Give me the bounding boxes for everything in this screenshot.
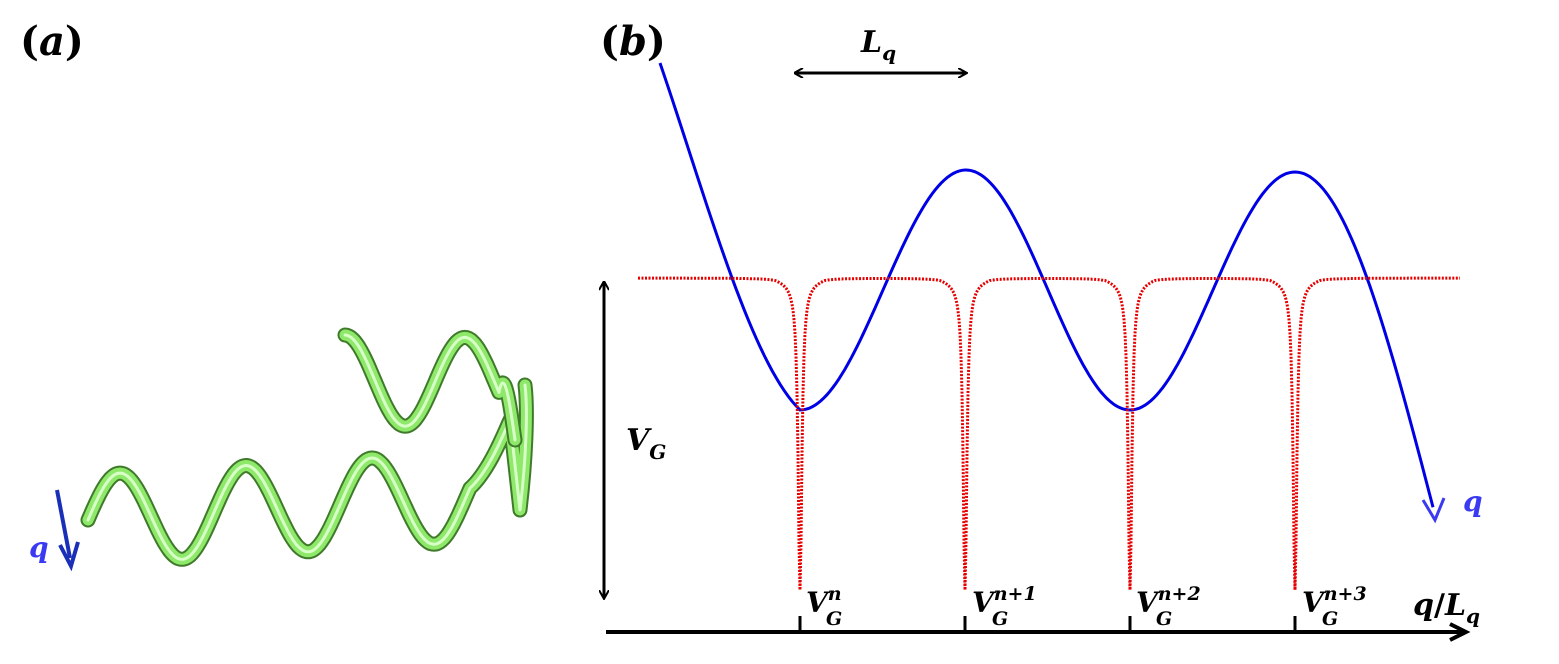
q-axis-arrowhead — [1449, 622, 1471, 642]
well-potential-dotted — [638, 276, 1460, 591]
potential-curve — [658, 62, 1435, 508]
helix-stroke — [86, 383, 528, 561]
axis-ticks — [798, 616, 1297, 632]
helix-stroke — [82, 379, 532, 565]
potential-curve-arrowhead — [1421, 497, 1446, 524]
helix-tube — [80, 327, 534, 567]
curve-arrow-label: q — [1463, 485, 1483, 518]
panel-b-label: (b) — [600, 18, 666, 65]
vg-label: VG — [626, 423, 666, 464]
helix-arrowhead — [58, 541, 80, 572]
period-label: Lq — [860, 25, 896, 65]
helix-direction-arrow — [55, 489, 72, 559]
panel-a-label: (a) — [20, 18, 84, 65]
panel-a: (a) q — [20, 18, 534, 572]
axis-label: q/Lq — [1413, 588, 1480, 628]
helix-stroke — [343, 333, 517, 442]
helix-arrow-label: q — [29, 531, 49, 564]
